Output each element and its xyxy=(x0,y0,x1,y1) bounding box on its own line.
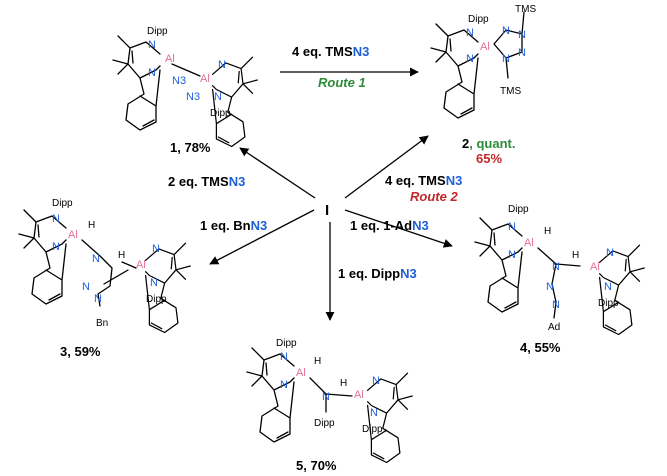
svg-text:H: H xyxy=(544,226,551,237)
svg-text:N: N xyxy=(52,213,60,225)
arrow-to-compound-4 xyxy=(344,209,453,248)
svg-text:N3: N3 xyxy=(172,75,186,87)
route2-label: Route 2 xyxy=(410,189,458,204)
svg-text:Dipp: Dipp xyxy=(508,204,529,215)
svg-text:Dipp: Dipp xyxy=(468,14,489,25)
compound-2-route2-yield: 65% xyxy=(476,151,502,166)
svg-text:Al: Al xyxy=(200,73,210,85)
svg-text:2 eq. TMSN3: 2 eq. TMSN3 xyxy=(168,174,245,189)
svg-text:N: N xyxy=(518,29,526,41)
reagent-to-compound-5: 1 eq. DippN3 xyxy=(338,266,417,281)
structure-compound-5: N N Al H N H Al N N Dipp Dipp Dipp xyxy=(246,338,412,463)
reagent-to-compound-1: 2 eq. TMSN3 xyxy=(168,174,245,189)
structure-compound-2: N N Al N N N N Dipp TMS TMS xyxy=(430,4,536,119)
svg-text:Bn: Bn xyxy=(96,318,108,329)
structure-compound-3: N N Al H N N N H Al N N Dipp Bn Dipp xyxy=(18,198,190,333)
svg-text:Dipp: Dipp xyxy=(276,338,297,349)
svg-text:N: N xyxy=(150,277,158,289)
svg-text:N: N xyxy=(152,243,160,255)
svg-text:N: N xyxy=(92,253,100,265)
svg-text:4 eq. TMSN3: 4 eq. TMSN3 xyxy=(292,44,369,59)
svg-text:N: N xyxy=(466,27,474,39)
svg-text:N: N xyxy=(508,249,516,261)
compound-4-label: 4, 55% xyxy=(520,340,561,355)
svg-text:1 eq. 1-AdN3: 1 eq. 1-AdN3 xyxy=(350,218,429,233)
svg-text:N: N xyxy=(372,375,380,387)
svg-text:Dipp: Dipp xyxy=(210,108,231,119)
svg-text:Dipp: Dipp xyxy=(314,418,335,429)
svg-text:N: N xyxy=(604,281,612,293)
svg-text:H: H xyxy=(340,378,347,389)
svg-text:H: H xyxy=(118,250,125,261)
svg-text:N: N xyxy=(502,25,510,37)
reagent-to-compound-4: 1 eq. 1-AdN3 xyxy=(350,218,429,233)
svg-text:Al: Al xyxy=(590,261,600,273)
svg-text:H: H xyxy=(314,356,321,367)
svg-text:Al: Al xyxy=(296,367,306,379)
structure-compound-1: N N Al N3 Al N N N3 Dipp Dipp xyxy=(112,26,257,147)
svg-text:N: N xyxy=(322,391,330,403)
svg-text:N: N xyxy=(552,261,560,273)
svg-text:1 eq. BnN3: 1 eq. BnN3 xyxy=(200,218,267,233)
svg-text:Ad: Ad xyxy=(548,322,560,333)
svg-text:N3: N3 xyxy=(186,91,200,103)
reactant-I-label: I xyxy=(325,202,329,219)
svg-text:Dipp: Dipp xyxy=(362,424,383,435)
svg-text:N: N xyxy=(546,281,554,293)
svg-text:Al: Al xyxy=(354,389,364,401)
compound-1-label: 1, 78% xyxy=(170,140,211,155)
svg-text:N: N xyxy=(148,67,156,79)
svg-text:Dipp: Dipp xyxy=(52,198,73,209)
svg-text:Al: Al xyxy=(165,53,175,65)
reagent-route1: 4 eq. TMSN3 Route 1 xyxy=(292,44,369,90)
svg-text:N: N xyxy=(214,91,222,103)
svg-text:N: N xyxy=(606,247,614,259)
svg-text:N: N xyxy=(502,53,510,65)
svg-text:N: N xyxy=(508,221,516,233)
svg-text:Al: Al xyxy=(480,41,490,53)
svg-text:1 eq. DippN3: 1 eq. DippN3 xyxy=(338,266,417,281)
svg-text:N: N xyxy=(466,53,474,65)
svg-text:N: N xyxy=(552,299,560,311)
svg-text:N: N xyxy=(52,241,60,253)
svg-text:Al: Al xyxy=(136,259,146,271)
svg-text:N: N xyxy=(82,281,90,293)
svg-text:TMS: TMS xyxy=(500,86,521,97)
svg-text:Dipp: Dipp xyxy=(147,26,168,37)
svg-text:N: N xyxy=(148,39,156,51)
svg-text:N: N xyxy=(94,293,102,305)
svg-text:4 eq. TMSN3: 4 eq. TMSN3 xyxy=(385,173,462,188)
svg-text:Al: Al xyxy=(68,229,78,241)
compound-3-label: 3, 59% xyxy=(60,344,101,359)
reagent-to-compound-3: 1 eq. BnN3 xyxy=(200,218,267,233)
structure-compound-4: N N Al H N N N H Al N N Dipp Ad Dipp xyxy=(474,204,644,335)
svg-text:N: N xyxy=(518,47,526,59)
svg-text:N: N xyxy=(280,379,288,391)
arrow-to-compound-1 xyxy=(239,147,316,199)
svg-text:N: N xyxy=(218,59,226,71)
arrow-to-compound-3 xyxy=(209,209,315,265)
arrow-route2 xyxy=(344,135,429,199)
svg-text:H: H xyxy=(572,250,579,261)
reagent-route2: 4 eq. TMSN3 Route 2 xyxy=(385,173,462,204)
svg-text:Dipp: Dipp xyxy=(146,294,167,305)
svg-text:N: N xyxy=(280,351,288,363)
svg-text:TMS: TMS xyxy=(515,4,536,15)
route1-label: Route 1 xyxy=(318,75,366,90)
compound-5-label: 5, 70% xyxy=(296,458,337,473)
svg-text:Dipp: Dipp xyxy=(598,298,619,309)
svg-text:H: H xyxy=(88,220,95,231)
svg-text:Al: Al xyxy=(524,237,534,249)
compound-2-label: 2, quant. xyxy=(462,136,515,151)
svg-text:N: N xyxy=(370,407,378,419)
